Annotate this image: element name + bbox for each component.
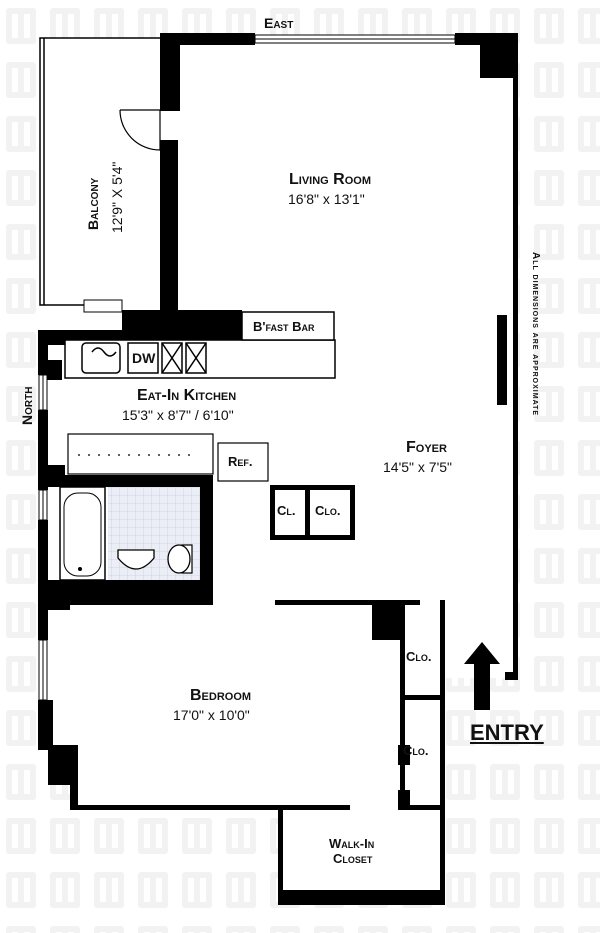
living-room-dims: 16'8" x 13'1" [288, 191, 365, 207]
refrigerator-label: Ref. [228, 454, 253, 469]
dishwasher-label: DW [132, 350, 156, 366]
walk-in-closet-label-line2: Closet [333, 851, 373, 866]
compass-east-label: East [264, 15, 294, 31]
closet-cl-label: Cl. [277, 503, 296, 518]
living-room-label: Living Room [289, 171, 371, 188]
kitchen-counter [64, 311, 336, 379]
closet-clo-bedroom-upper-label: Clo. [406, 649, 432, 664]
balcony-dims: 12'9" X 5'4" [109, 161, 125, 233]
kitchen-label: Eat-In Kitchen [137, 387, 237, 404]
foyer-label: Foyer [406, 439, 447, 456]
entry-label: ENTRY [470, 720, 544, 745]
dimensions-note: All dimensions are approximate [530, 252, 541, 417]
balcony-label: Balcony [85, 177, 101, 230]
bfast-bar-label: B'fast Bar [253, 319, 315, 334]
walk-in-closet-label-line1: Walk-In [329, 836, 375, 851]
bedroom-dims: 17'0" x 10'0" [173, 707, 250, 723]
closet-clo-bedroom-lower-label: Clo. [403, 743, 429, 758]
kitchen-dims: 15'3" x 8'7" / 6'10" [122, 407, 234, 423]
bathroom [59, 486, 200, 581]
walls [38, 33, 518, 905]
balcony-door [119, 109, 161, 151]
foyer-dims: 14'5" x 7'5" [383, 459, 452, 475]
bedroom-label: Bedroom [190, 687, 252, 704]
balcony-outline [39, 37, 165, 306]
closet-clo-foyer-label: Clo. [315, 503, 341, 518]
kitchen-lower-counter [67, 433, 269, 482]
windows [38, 34, 456, 701]
entry-arrow-icon [464, 642, 500, 710]
compass-north-label: North [19, 386, 35, 425]
